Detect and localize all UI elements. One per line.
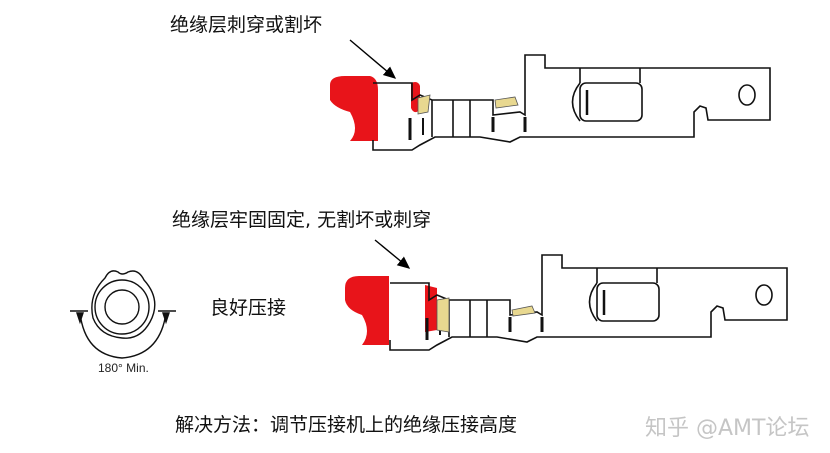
terminal-good [345,239,789,352]
pointer-arrow [349,39,397,79]
solution-label: 解决方法：调节压接机上的绝缘压接高度 [175,414,518,436]
insulation-red [345,276,389,345]
wire-strands [417,94,519,115]
good-fixed-label: 绝缘层牢固固定, 无割坏或刺穿 [172,209,432,231]
good-crimp-label: 良好压接 [210,297,287,319]
watermark: 知乎 @AMT论坛 [645,416,810,441]
angle-label: 180° Min. [98,361,149,375]
cross-section-icon [70,270,176,359]
terminal-defective [330,39,772,152]
wire-strands [436,297,536,333]
defect-label: 绝缘层刺穿或割坏 [170,14,323,36]
insulation-red [330,76,378,141]
pointer-arrow [374,239,411,269]
